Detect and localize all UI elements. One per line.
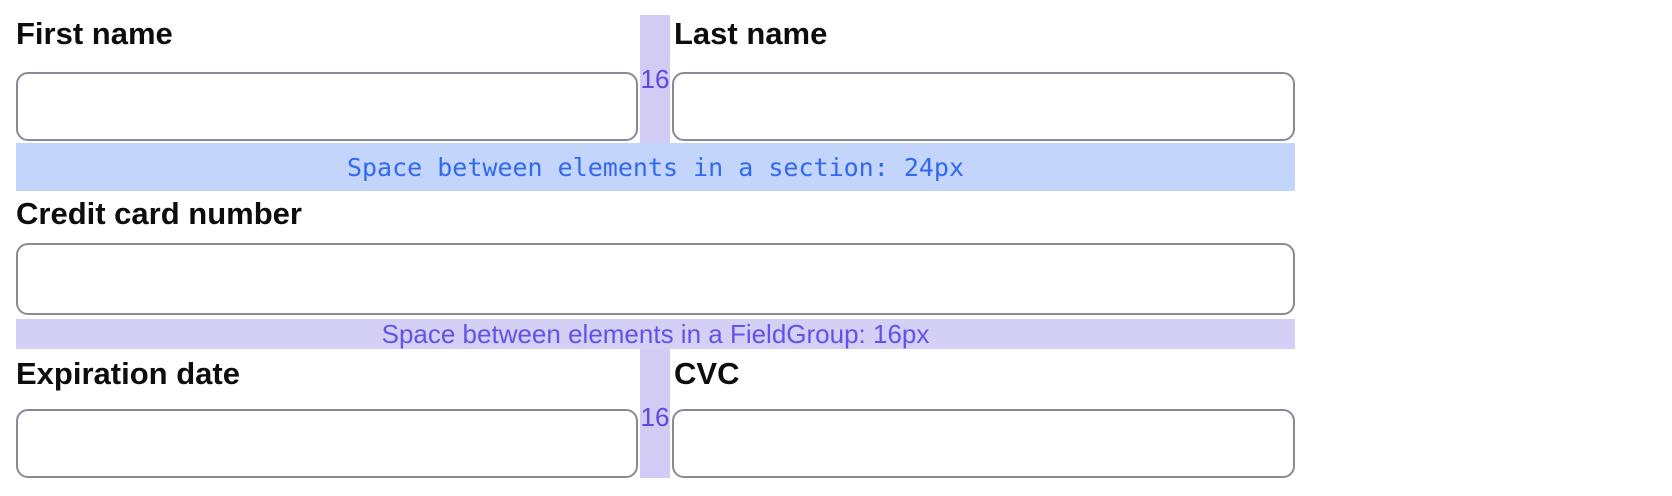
expiration-date-input[interactable]: [16, 409, 638, 478]
cvc-input[interactable]: [672, 409, 1295, 478]
fieldgroup-gap-label: Space between elements in a FieldGroup: …: [381, 318, 930, 349]
column-gap-bar-top: [640, 15, 670, 143]
last-name-input[interactable]: [672, 72, 1295, 141]
column-gap-size-label-top: 16: [640, 64, 670, 94]
first-name-input[interactable]: [16, 72, 638, 141]
cvc-label: CVC: [674, 356, 740, 391]
column-gap-bar-bottom: [640, 349, 670, 478]
credit-card-number-input[interactable]: [16, 243, 1295, 315]
fieldgroup-gap-bar: Space between elements in a FieldGroup: …: [16, 319, 1295, 349]
section-gap-label: Space between elements in a section: 24p…: [346, 152, 965, 182]
credit-card-number-label: Credit card number: [16, 196, 302, 231]
last-name-label: Last name: [674, 16, 828, 51]
first-name-label: First name: [16, 16, 173, 51]
expiration-date-label: Expiration date: [16, 356, 240, 391]
column-gap-size-label-bottom: 16: [640, 402, 670, 432]
section-gap-bar: Space between elements in a section: 24p…: [16, 143, 1295, 191]
